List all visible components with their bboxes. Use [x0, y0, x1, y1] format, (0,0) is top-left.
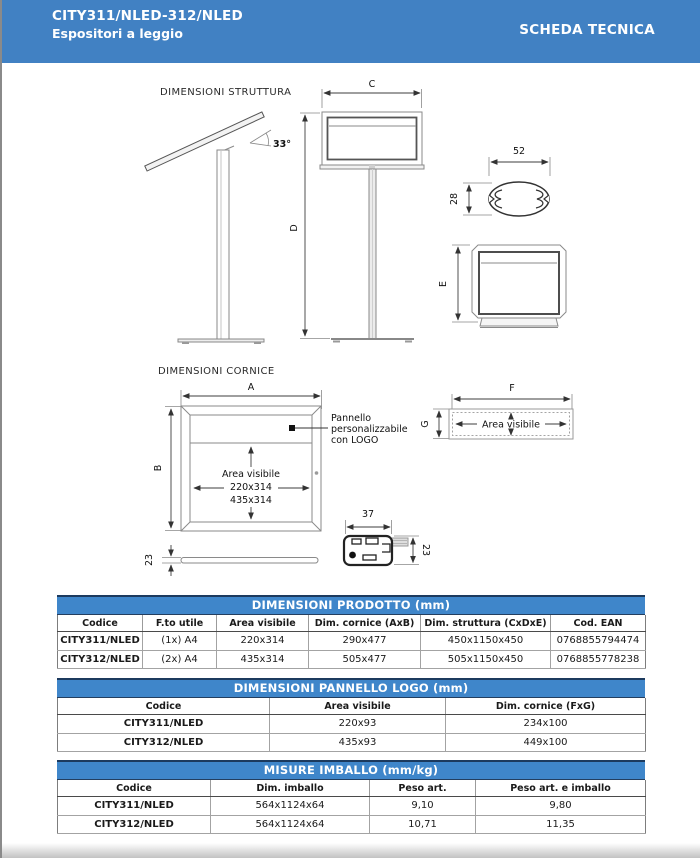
cell-codice: CITY311/NLED — [57, 631, 143, 651]
table-cell: 290x477 — [308, 631, 421, 651]
frame-profile-section: 37 23 — [342, 509, 431, 567]
table-title: DIMENSIONI PANNELLO LOGO (mm) — [57, 678, 645, 698]
table-cell: 435x93 — [269, 732, 446, 752]
dim-label-b: B — [153, 465, 164, 472]
angle-label: 33° — [273, 139, 291, 150]
column-header: Dim. struttura (CxDxE) — [420, 615, 551, 632]
column-header: Peso art. e imballo — [475, 780, 646, 797]
logo-panel-area-label: Area visibile — [482, 420, 540, 431]
table-cell: 505x477 — [308, 649, 421, 669]
column-header: Codice — [57, 698, 270, 715]
column-header: Codice — [57, 780, 211, 797]
sheet-type-label: SCHEDA TECNICA — [519, 22, 655, 38]
dim-label-g: G — [420, 420, 431, 427]
column-header: Dim. imballo — [210, 780, 370, 797]
table-row: CITY311/NLED 220x93 234x100 — [57, 714, 646, 734]
table-header-row: Codice F.to utile Area visibile Dim. cor… — [57, 615, 646, 632]
dim-label-28: 28 — [449, 193, 460, 205]
table-cell: 220x314 — [216, 631, 309, 651]
frame-area-label: Area visibile — [222, 469, 280, 480]
column-header: F.to utile — [142, 615, 217, 632]
column-header: Dim. cornice (AxB) — [308, 615, 421, 632]
logo-panel-dimensions-table: DIMENSIONI PANNELLO LOGO (mm) Codice Are… — [57, 678, 646, 752]
dim-label-f: F — [509, 383, 514, 394]
page-title: CITY311/NLED-312/NLED — [52, 8, 243, 24]
pole-profile-section: 52 28 — [449, 146, 551, 217]
column-header: Dim. cornice (FxG) — [445, 698, 646, 715]
page-left-edge — [0, 0, 2, 858]
panel-callout-line3: con LOGO — [331, 435, 378, 446]
table-title: MISURE IMBALLO (mm/kg) — [57, 760, 645, 780]
dim-label-52: 52 — [513, 146, 525, 157]
table-cell: 9,10 — [369, 796, 476, 816]
structure-section-label: DIMENSIONI STRUTTURA — [160, 87, 291, 98]
stand-top-view: E — [438, 244, 567, 328]
panel-strip-side-view: 23 — [144, 545, 319, 576]
table-cell: 449x100 — [445, 732, 646, 752]
column-header: Area visibile — [216, 615, 309, 632]
table-row: CITY311/NLED (1x) A4 220x314 290x477 450… — [57, 631, 646, 651]
cell-codice: CITY311/NLED — [57, 796, 211, 816]
page-bottom-edge — [0, 843, 700, 858]
table-cell: 10,71 — [369, 814, 476, 834]
dim-label-e: E — [438, 281, 449, 287]
table-title: DIMENSIONI PRODOTTO (mm) — [57, 595, 645, 615]
dim-label-23-left: 23 — [144, 554, 155, 566]
table-cell: 0768855778238 — [550, 649, 646, 669]
stand-front-view: C D — [289, 79, 425, 343]
panel-callout-line2: personalizzabile — [331, 424, 408, 435]
table-cell: 450x1150x450 — [420, 631, 551, 651]
page-subtitle: Espositori a leggio — [52, 26, 183, 41]
header-bar: CITY311/NLED-312/NLED Espositori a leggi… — [2, 0, 700, 63]
dim-label-c: C — [369, 79, 376, 90]
technical-drawings: DIMENSIONI STRUTTURA 33° C D 52 — [144, 79, 574, 576]
callout-marker — [289, 425, 295, 431]
cell-codice: CITY312/NLED — [57, 814, 211, 834]
dim-label-23-right: 23 — [420, 544, 431, 556]
stand-side-view: 33° — [144, 111, 291, 344]
table-cell: 9,80 — [475, 796, 646, 816]
product-dimensions-table: DIMENSIONI PRODOTTO (mm) Codice F.to uti… — [57, 595, 646, 669]
cell-codice: CITY312/NLED — [57, 732, 270, 752]
column-header: Cod. EAN — [550, 615, 646, 632]
cell-codice: CITY312/NLED — [57, 649, 143, 669]
table-cell: 220x93 — [269, 714, 446, 734]
packaging-measures-table: MISURE IMBALLO (mm/kg) Codice Dim. imbal… — [57, 760, 646, 834]
column-header: Area visibile — [269, 698, 446, 715]
dim-label-a: A — [248, 382, 255, 393]
cell-codice: CITY311/NLED — [57, 714, 270, 734]
table-cell: 435x314 — [216, 649, 309, 669]
dim-label-d: D — [289, 224, 300, 231]
table-row: CITY312/NLED (2x) A4 435x314 505x477 505… — [57, 649, 646, 669]
table-cell: (1x) A4 — [142, 631, 217, 651]
column-header: Codice — [57, 615, 143, 632]
table-cell: 564x1124x64 — [210, 796, 370, 816]
table-cell: 564x1124x64 — [210, 814, 370, 834]
panel-callout-line1: Pannello — [331, 413, 371, 424]
table-header-row: Codice Dim. imballo Peso art. Peso art. … — [57, 780, 646, 797]
table-row: CITY312/NLED 564x1124x64 10,71 11,35 — [57, 814, 646, 834]
column-header: Peso art. — [369, 780, 476, 797]
table-cell: 505x1150x450 — [420, 649, 551, 669]
table-cell: 11,35 — [475, 814, 646, 834]
table-header-row: Codice Area visibile Dim. cornice (FxG) — [57, 698, 646, 715]
table-row: CITY311/NLED 564x1124x64 9,10 9,80 — [57, 796, 646, 816]
table-row: CITY312/NLED 435x93 449x100 — [57, 732, 646, 752]
logo-panel-drawing: F G Area visibile — [420, 383, 574, 440]
frame-front-view: A B Pannello personalizzabile con LOGO A… — [153, 382, 408, 532]
dim-label-37: 37 — [362, 509, 374, 520]
frame-area-value-1: 220x314 — [230, 482, 272, 493]
table-cell: 234x100 — [445, 714, 646, 734]
frame-area-value-2: 435x314 — [230, 495, 272, 506]
cornice-section-label: DIMENSIONI CORNICE — [158, 366, 275, 377]
table-cell: 0768855794474 — [550, 631, 646, 651]
table-cell: (2x) A4 — [142, 649, 217, 669]
